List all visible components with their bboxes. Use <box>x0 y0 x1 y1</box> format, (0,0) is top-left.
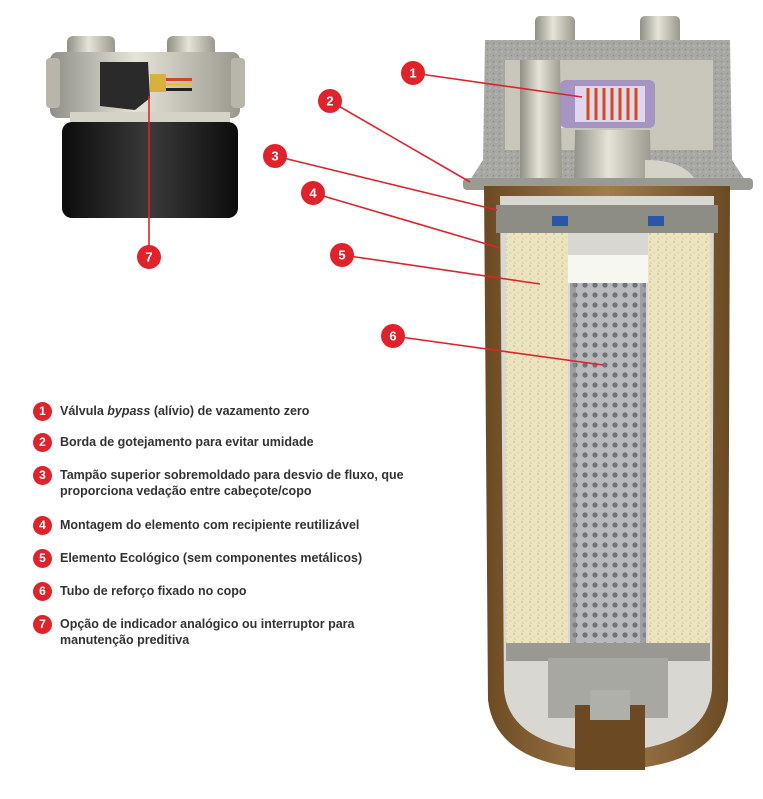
callout-1: 1 <box>401 61 425 85</box>
legend-text: Tampão superior sobremoldado para desvio… <box>60 468 404 498</box>
filter-cutaway <box>463 16 753 770</box>
svg-text:3: 3 <box>271 149 278 164</box>
legend-item-7: 7 Opção de indicador analógico ou interr… <box>33 615 400 648</box>
legend-item-6: 6 Tubo de reforço fixado no copo <box>33 582 450 601</box>
legend-badge: 6 <box>33 582 52 601</box>
svg-text:7: 7 <box>145 250 152 265</box>
callouts: 1 2 3 4 5 6 7 <box>137 61 425 348</box>
svg-text:4: 4 <box>309 186 317 201</box>
legend-text: Válvula bypass (alívio) de vazamento zer… <box>60 404 310 418</box>
legend-text: Borda de gotejamento para evitar umidade <box>60 435 314 449</box>
legend-item-2: 2 Borda de gotejamento para evitar umida… <box>33 433 450 452</box>
callout-2: 2 <box>318 89 342 113</box>
legend-text: Opção de indicador analógico ou interrup… <box>60 617 355 647</box>
legend-item-3: 3 Tampão superior sobremoldado para desv… <box>33 466 410 499</box>
callout-6: 6 <box>381 324 405 348</box>
svg-text:2: 2 <box>326 94 333 109</box>
legend-badge: 1 <box>33 402 52 421</box>
legend-item-5: 5 Elemento Ecológico (sem componentes me… <box>33 549 450 568</box>
svg-text:1: 1 <box>409 66 416 81</box>
callout-7: 7 <box>137 245 161 269</box>
leader-5 <box>341 254 541 285</box>
callout-4: 4 <box>301 181 325 205</box>
legend-badge: 3 <box>33 466 52 485</box>
callout-3: 3 <box>263 144 287 168</box>
leader-6 <box>392 335 604 366</box>
legend-item-4: 4 Montagem do elemento com recipiente re… <box>33 516 450 535</box>
leader-2 <box>329 100 471 183</box>
indicator-housing-photo <box>46 36 245 218</box>
callout-5: 5 <box>330 243 354 267</box>
legend-badge: 5 <box>33 549 52 568</box>
legend-badge: 4 <box>33 516 52 535</box>
svg-text:5: 5 <box>338 248 345 263</box>
svg-text:6: 6 <box>389 329 396 344</box>
legend-badge: 7 <box>33 615 52 634</box>
leader-3 <box>274 155 498 211</box>
legend-text: Montagem do elemento com recipiente reut… <box>60 518 360 532</box>
legend-item-1: 1 Válvula bypass (alívio) de vazamento z… <box>33 402 450 421</box>
leader-4 <box>312 192 501 249</box>
legend-text: Elemento Ecológico (sem componentes metá… <box>60 551 363 565</box>
leader-1 <box>412 72 583 98</box>
legend-badge: 2 <box>33 433 52 452</box>
leader-lines <box>148 72 604 366</box>
legend-text: Tubo de reforço fixado no copo <box>60 584 247 598</box>
